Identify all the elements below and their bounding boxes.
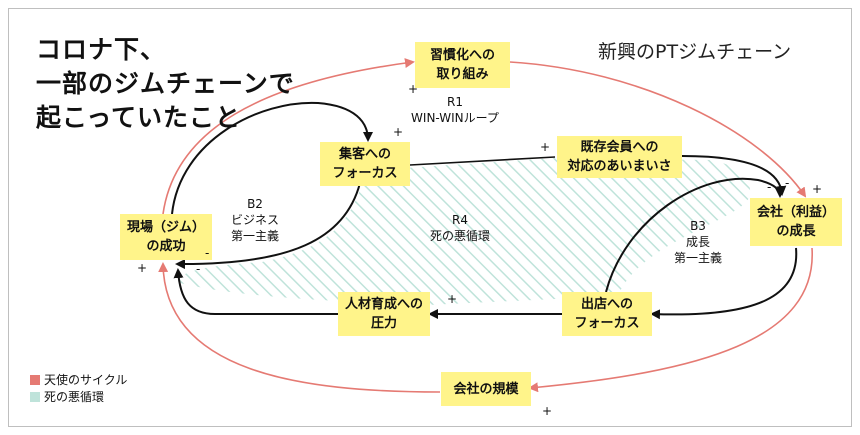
node-site-success: 現場（ジム） の成功 <box>120 214 212 260</box>
sign-minus: - <box>196 262 201 276</box>
node-hr-pressure-line1: 人材育成への <box>344 297 423 312</box>
arrow-customer-focus-to-site <box>175 182 361 270</box>
node-hr-pressure-line2: 圧力 <box>370 316 397 331</box>
loop-b3-id: B3 <box>690 219 706 233</box>
loop-r4-label: R4 死の悪循環 <box>420 212 500 244</box>
sign-plus: + <box>540 140 551 154</box>
legend-vicious-swatch <box>30 391 40 402</box>
sign-plus: + <box>393 125 404 139</box>
subtitle: 新興のPTジムチェーン <box>598 41 792 63</box>
node-customer-focus-line2: フォーカス <box>332 166 398 181</box>
arrow-company-to-scale <box>528 247 813 393</box>
loop-r4-id: R4 <box>452 213 468 227</box>
node-existing-members: 既存会員への 対応のあいまいさ <box>557 136 682 178</box>
sign-plus: + <box>447 292 458 306</box>
loop-b2-id: B2 <box>247 197 263 211</box>
sign-minus: - <box>205 246 210 260</box>
loop-r1-label: R1 WIN-WINループ <box>400 94 510 126</box>
loop-b2-name-2: 第一主義 <box>230 229 279 243</box>
arrow-hr-to-site <box>173 268 340 315</box>
node-habit-line1: 習慣化への <box>429 48 495 63</box>
loop-r1-id: R1 <box>447 95 463 109</box>
loop-r4-name: 死の悪循環 <box>429 229 490 243</box>
sign-plus: + <box>408 82 419 96</box>
sign-plus: + <box>812 182 823 196</box>
sign-plus: + <box>542 404 553 418</box>
node-existing-members-line2: 対応のあいまいさ <box>567 159 672 174</box>
node-customer-focus-line1: 集客への <box>338 147 391 162</box>
title-line-1: コロナ下、 <box>36 35 167 64</box>
node-company-growth: 会社（利益） の成長 <box>750 198 842 246</box>
loop-b3-name-1: 成長 <box>685 235 710 249</box>
legend-angel-swatch <box>30 374 40 385</box>
arrow-scale-to-site <box>158 262 441 393</box>
node-store-focus-line2: フォーカス <box>574 316 640 331</box>
arrow-site-to-customer-focus <box>171 101 373 215</box>
node-existing-members-line1: 既存会員への <box>580 140 659 155</box>
loop-b3-label: B3 成長 第一主義 <box>668 218 728 266</box>
node-site-success-line2: の成功 <box>146 239 186 254</box>
legend-angel: 天使のサイクル <box>30 371 127 388</box>
node-hr-pressure: 人材育成への 圧力 <box>338 292 430 336</box>
node-store-focus: 出店への フォーカス <box>562 292 652 336</box>
sign-minus: - <box>785 176 790 190</box>
loop-b3-name-2: 第一主義 <box>673 251 722 265</box>
node-company-scale-line1: 会社の規模 <box>453 381 519 397</box>
vicious-cycle-region <box>179 158 751 305</box>
arrow-existing-to-company <box>681 155 787 196</box>
title-line-3: 起こっていたこと <box>36 103 242 132</box>
arrow-company-to-store <box>650 247 798 320</box>
node-company-scale: 会社の規模 <box>441 372 531 406</box>
node-customer-focus: 集客への フォーカス <box>320 142 410 186</box>
loop-r1-name: WIN-WINループ <box>411 111 499 125</box>
sign-plus: + <box>137 261 148 275</box>
arrow-habit-to-company <box>509 61 807 198</box>
legend-angel-label: 天使のサイクル <box>44 373 128 387</box>
legend-vicious-label: 死の悪循環 <box>44 390 105 404</box>
node-company-growth-line1: 会社（利益） <box>756 205 835 220</box>
arrow-customer-focus-to-existing <box>409 156 556 166</box>
arrow-store-to-company <box>605 177 785 293</box>
sign-minus: - <box>767 180 772 194</box>
node-store-focus-line1: 出店への <box>580 297 633 312</box>
arrow-site-to-habit <box>162 58 415 215</box>
node-habit: 習慣化への 取り組み <box>415 42 510 88</box>
node-habit-line2: 取り組み <box>436 67 489 82</box>
loop-b2-name-1: ビジネス <box>230 213 279 227</box>
diagram-frame <box>8 8 852 427</box>
node-site-success-line1: 現場（ジム） <box>126 220 205 235</box>
node-company-growth-line2: の成長 <box>776 224 816 239</box>
title-line-2: 一部のジムチェーンで <box>36 69 295 98</box>
loop-b2-label: B2 ビジネス 第一主義 <box>225 196 285 244</box>
legend-vicious: 死の悪循環 <box>30 388 104 405</box>
